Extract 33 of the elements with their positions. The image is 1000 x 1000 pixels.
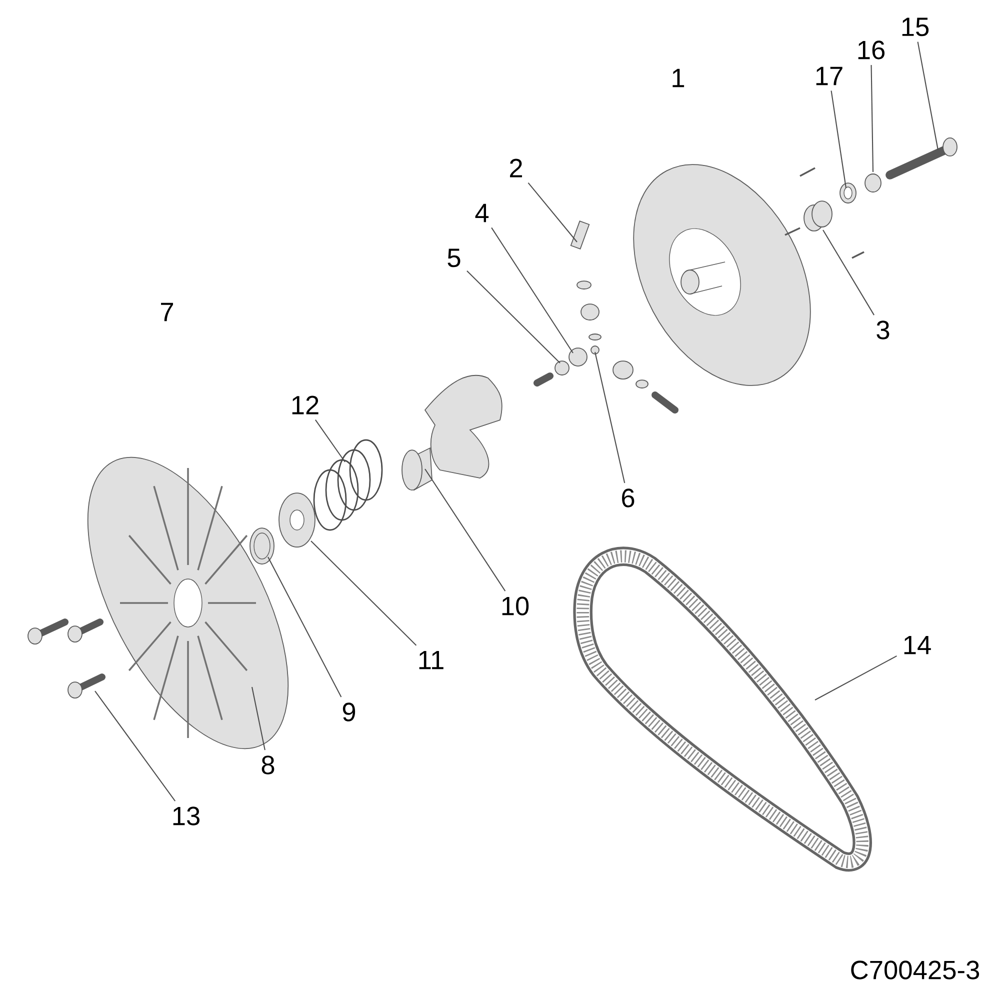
leader-line xyxy=(822,230,874,316)
leader-line xyxy=(491,227,574,354)
callout-number: 3 xyxy=(876,320,890,340)
callout-number: 13 xyxy=(173,806,200,826)
callout-number: 15 xyxy=(902,18,929,36)
leader-line xyxy=(268,556,342,698)
leader-line xyxy=(314,420,346,462)
callout-number: 10 xyxy=(502,596,529,616)
leader-line xyxy=(917,42,939,150)
callout-number: 14 xyxy=(904,636,931,654)
leader-line xyxy=(528,182,578,242)
leader-line xyxy=(466,270,560,364)
callout-number: 1 xyxy=(672,68,684,88)
leader-line xyxy=(594,352,626,484)
callout-number: 4 xyxy=(475,204,489,222)
leader-line xyxy=(814,655,897,700)
drawing-number: C700425-3 xyxy=(851,960,980,980)
leader-line xyxy=(94,690,176,802)
callout-number: 9 xyxy=(342,702,356,722)
callout-number: 2 xyxy=(510,158,522,178)
callout-number: 16 xyxy=(858,40,884,60)
leader-line xyxy=(251,686,266,750)
leader-line xyxy=(310,540,417,646)
callout-number: 5 xyxy=(448,248,460,268)
callout-number: 12 xyxy=(292,396,318,414)
callout-number: 11 xyxy=(419,650,444,670)
callout-number: 6 xyxy=(622,488,634,508)
leader-line xyxy=(870,64,874,172)
callout-number: 17 xyxy=(816,66,842,86)
leader-line xyxy=(424,468,506,592)
leader-line xyxy=(830,90,847,188)
callout-number: 8 xyxy=(262,756,274,774)
callout-number: 7 xyxy=(161,302,173,322)
